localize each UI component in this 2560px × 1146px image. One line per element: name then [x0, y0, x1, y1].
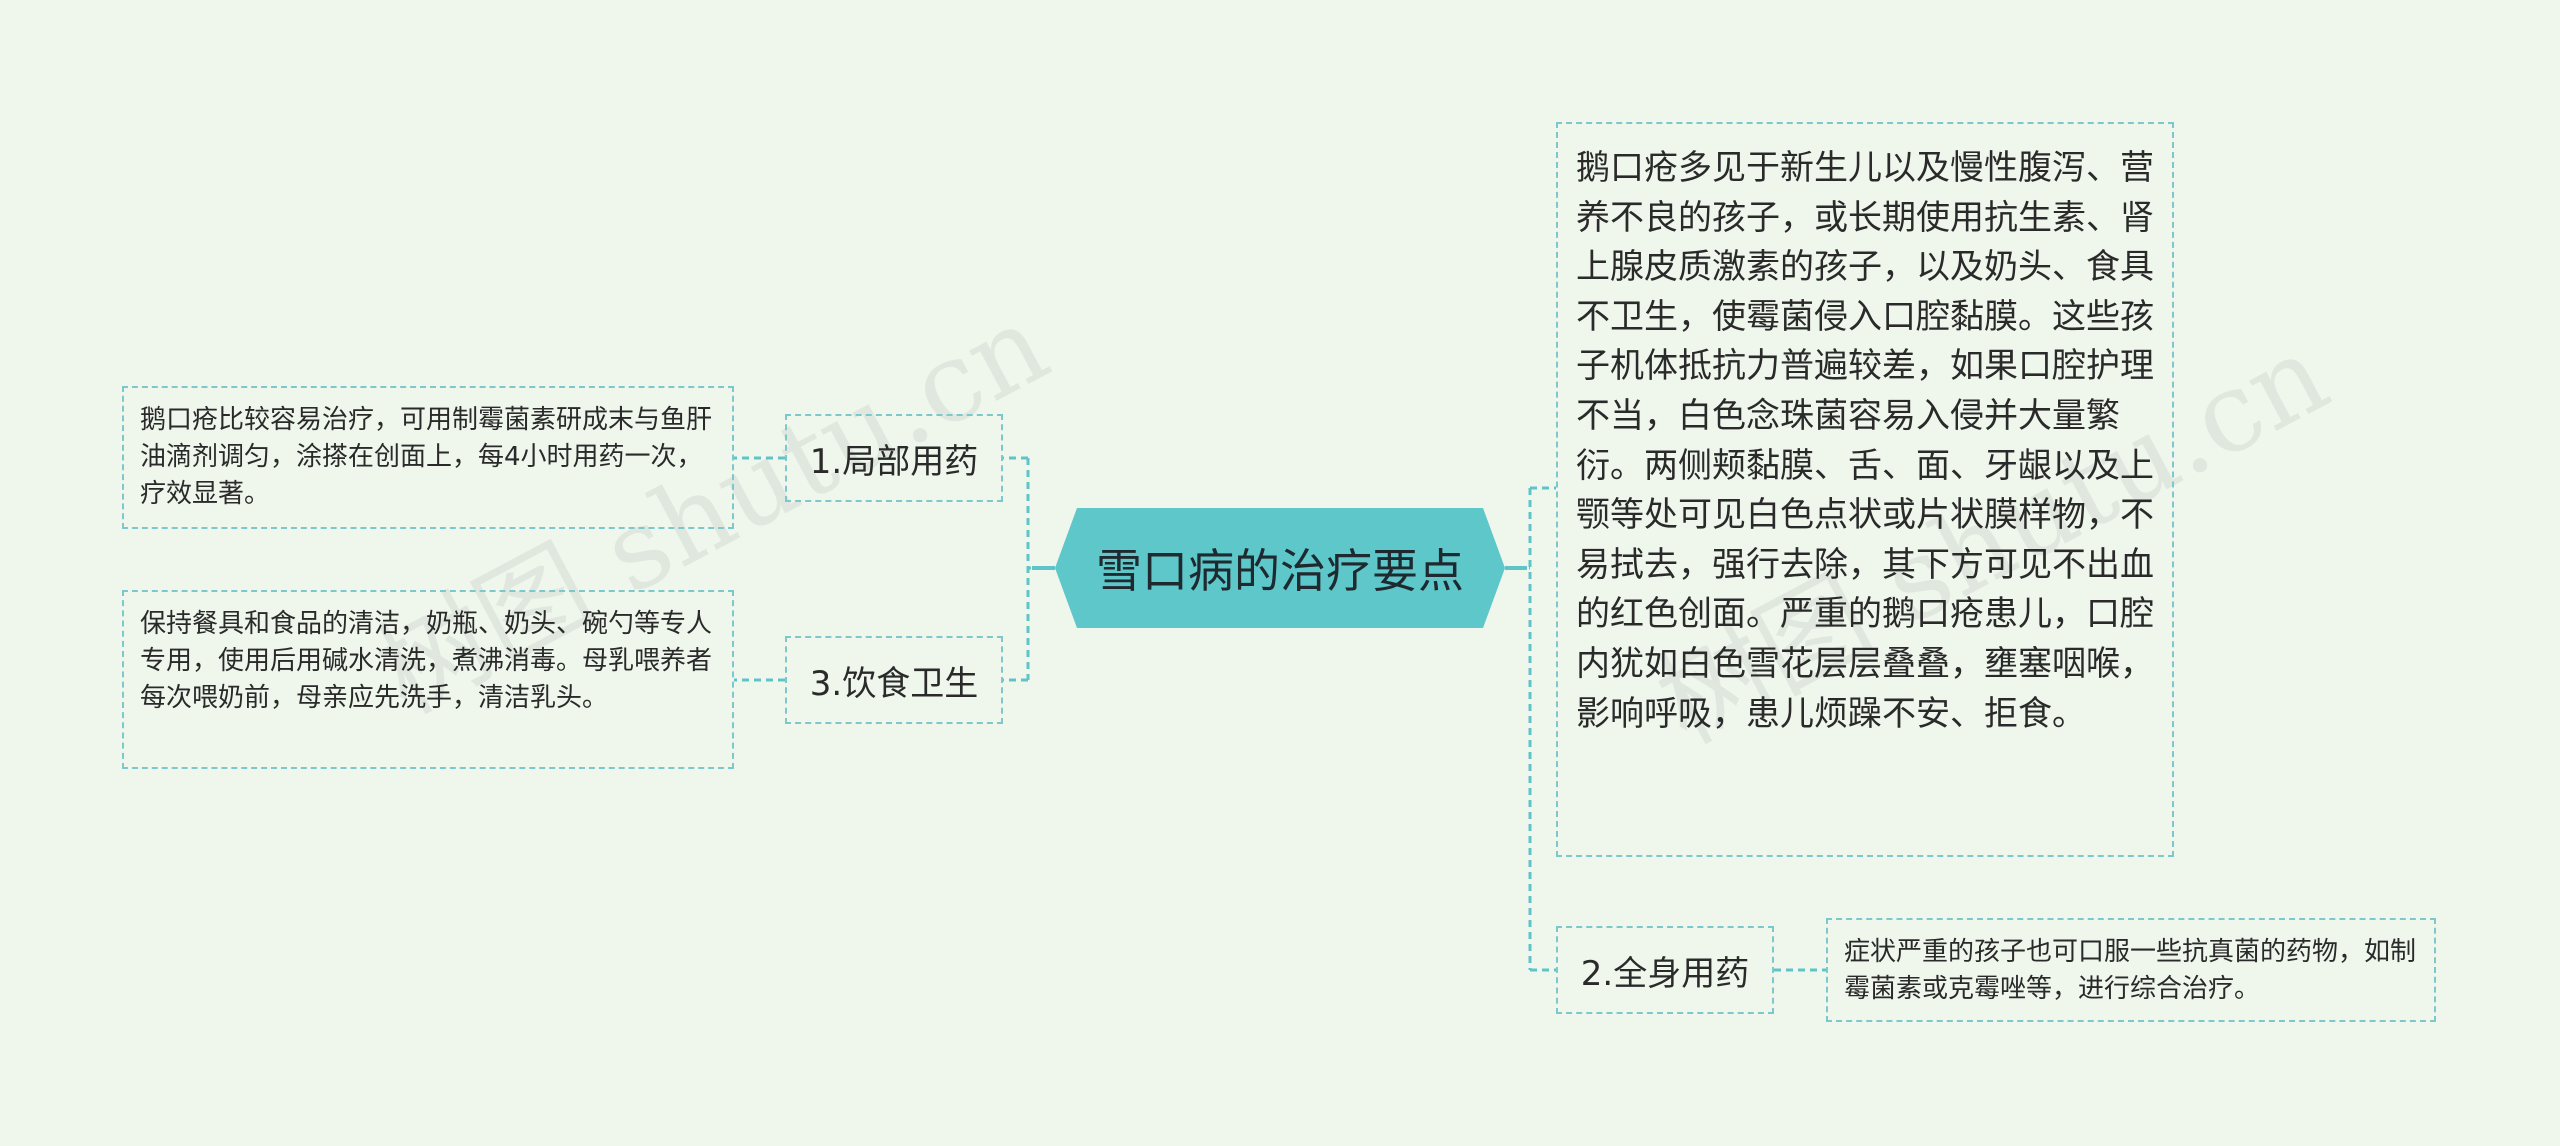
detail-systemic-medication-text: 症状严重的孩子也可口服一些抗真菌的药物，如制霉菌素或克霉唑等，进行综合治疗。 [1844, 937, 2417, 1004]
branch-diet-hygiene-label: 3.饮食卫生 [809, 663, 979, 704]
branch-local-medication-label: 1.局部用药 [809, 441, 979, 482]
central-topic[interactable]: 雪口病的治疗要点 [1055, 508, 1505, 628]
branch-systemic-medication[interactable]: 2.全身用药 [1556, 926, 1774, 1014]
detail-local-medication-text: 鹅口疮比较容易治疗，可用制霉菌素研成末与鱼肝油滴剂调匀，涂搽在创面上，每4小时用… [140, 405, 713, 509]
branch-local-medication[interactable]: 1.局部用药 [785, 414, 1003, 502]
detail-intro[interactable]: 鹅口疮多见于新生儿以及慢性腹泻、营养不良的孩子，或长期使用抗生素、肾上腺皮质激素… [1556, 122, 2174, 857]
detail-local-medication[interactable]: 鹅口疮比较容易治疗，可用制霉菌素研成末与鱼肝油滴剂调匀，涂搽在创面上，每4小时用… [122, 386, 734, 529]
detail-diet-hygiene[interactable]: 保持餐具和食品的清洁，奶瓶、奶头、碗勺等专人专用，使用后用碱水清洗，煮沸消毒。母… [122, 590, 734, 769]
detail-systemic-medication[interactable]: 症状严重的孩子也可口服一些抗真菌的药物，如制霉菌素或克霉唑等，进行综合治疗。 [1826, 918, 2436, 1022]
central-topic-shape [1055, 508, 1505, 628]
detail-intro-text: 鹅口疮多见于新生儿以及慢性腹泻、营养不良的孩子，或长期使用抗生素、肾上腺皮质激素… [1576, 148, 2154, 734]
branch-diet-hygiene[interactable]: 3.饮食卫生 [785, 636, 1003, 724]
central-topic-label: 雪口病的治疗要点 [1096, 544, 1464, 598]
detail-diet-hygiene-text: 保持餐具和食品的清洁，奶瓶、奶头、碗勺等专人专用，使用后用碱水清洗，煮沸消毒。母… [140, 609, 713, 713]
branch-systemic-medication-label: 2.全身用药 [1580, 953, 1750, 994]
